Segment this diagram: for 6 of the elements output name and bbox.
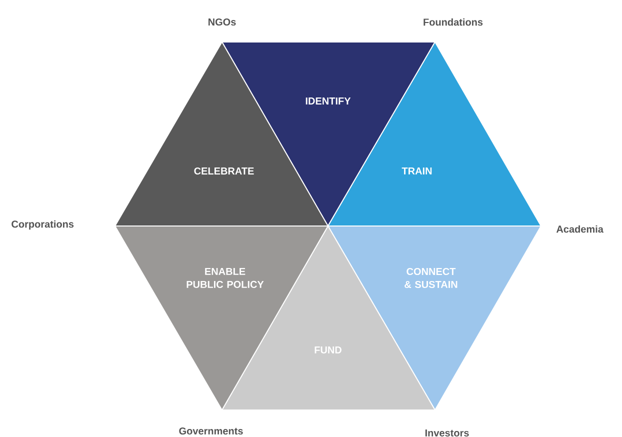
- corner-label: Foundations: [424, 18, 483, 26]
- corner-label: NGOs: [208, 18, 236, 26]
- corner-label: Academia: [556, 225, 604, 233]
- corner-label: Corporations: [12, 220, 74, 230]
- corner-label: Investors: [425, 430, 469, 436]
- corner-label: Governments: [179, 427, 243, 435]
